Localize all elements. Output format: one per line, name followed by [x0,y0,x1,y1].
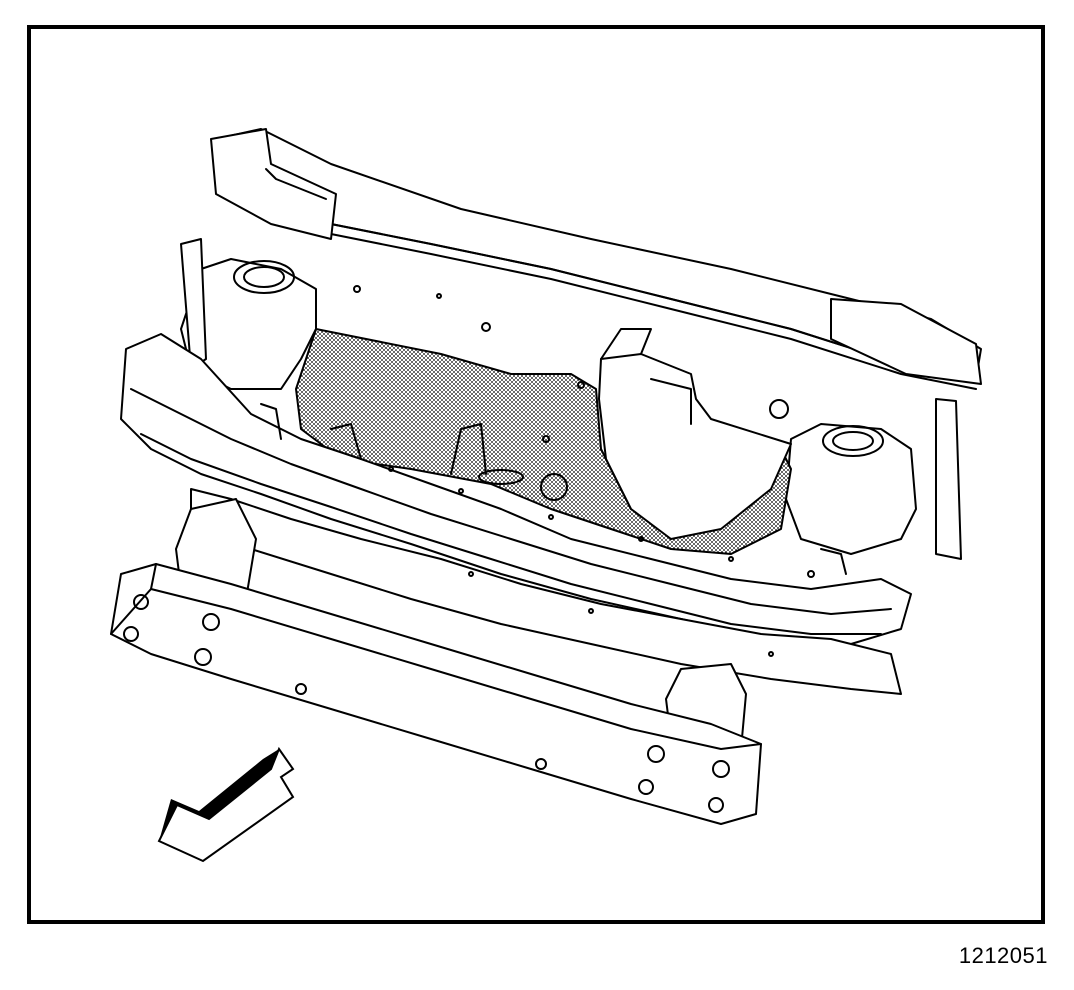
illustration-frame [27,25,1045,924]
right-side-rail [935,398,962,560]
left-side-rail [180,238,207,370]
front-end-structure-illustration [110,128,982,863]
left-upper-bracket [210,128,337,240]
bumper-impact-bar [110,563,762,825]
forward-direction-arrow-icon [157,746,295,863]
figure-id: 1212051 [958,943,1048,968]
lower-tie-bar [190,488,902,695]
right-strut-tower [785,423,917,555]
center-right-bracket [598,353,792,540]
right-upper-bracket [830,298,982,385]
